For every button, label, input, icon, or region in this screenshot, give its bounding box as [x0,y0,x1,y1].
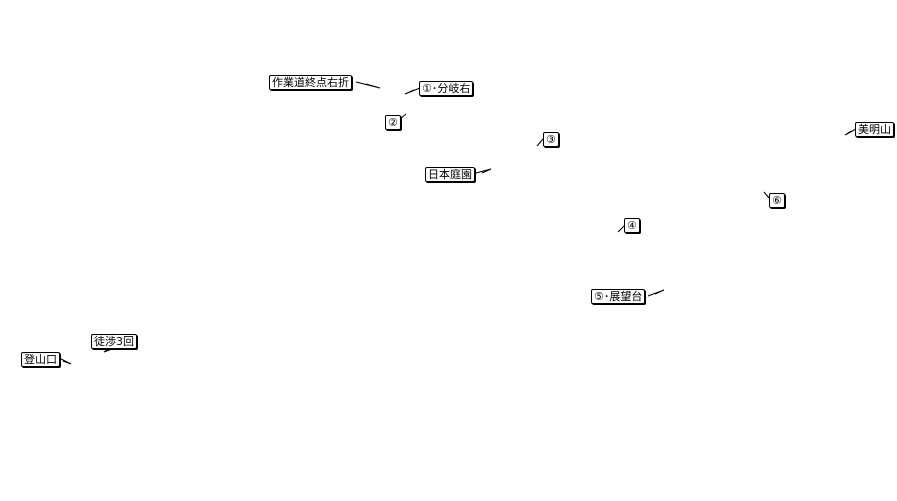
label-pt6: ⑥ [769,193,785,208]
label-bimeizan: 美明山 [855,122,894,137]
leader-toshou [103,348,113,353]
leader-bunki1 [404,87,421,95]
leader-sagyodo [355,81,381,89]
leader-pt4 [617,225,625,233]
label-bunki1: ①･分岐右 [419,81,474,96]
leader-pt2 [399,113,407,120]
leader-pt6 [763,191,771,200]
leader-bimeizan [844,128,857,136]
leader-pt3 [536,138,544,147]
label-tenbodai: ⑤･展望台 [591,289,646,304]
label-nihonteien: 日本庭園 [425,167,475,182]
label-pt2: ② [385,115,401,130]
label-tozanguchi: 登山口 [21,352,60,367]
leader-tozanguchi [58,357,72,365]
leader-tenbodai [647,289,665,297]
label-pt4: ④ [624,218,640,233]
leader-nihonteien [475,168,492,174]
label-pt3: ③ [543,132,559,147]
label-sagyodo: 作業道終点右折 [269,75,352,90]
label-toshou: 徒渉3回 [91,334,137,349]
